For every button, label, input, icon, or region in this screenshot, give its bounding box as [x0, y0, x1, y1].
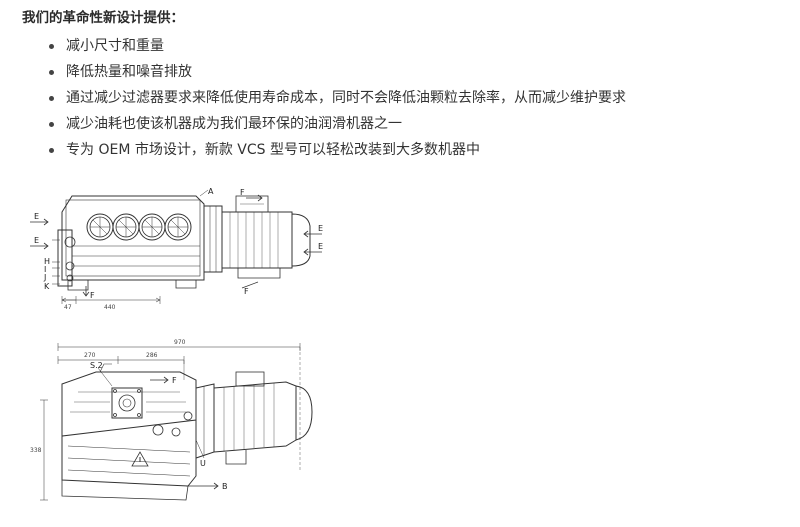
feature-text: 降低热量和噪音排放 [66, 64, 192, 80]
label-e-left-2: E [34, 236, 39, 245]
list-item: 专为 OEM 市场设计，新款 VCS 型号可以轻松改装到大多数机器中 [22, 140, 626, 166]
feature-text: 减少油耗也使该机器成为我们最环保的油润滑机器之一 [66, 116, 402, 132]
label-f-bottom-right: F [244, 287, 249, 296]
list-item: 降低热量和噪音排放 [22, 62, 626, 88]
dim-height: 338 [30, 447, 42, 454]
bullet-icon [49, 70, 54, 75]
bullet-icon [49, 44, 54, 49]
bullet-icon [49, 122, 54, 127]
feature-text: 专为 OEM 市场设计，新款 VCS 型号可以轻松改装到大多数机器中 [66, 142, 480, 158]
label-e-right: E [318, 224, 323, 233]
drawing-iso-view [40, 343, 313, 501]
label-h: H [44, 257, 50, 266]
list-item: 通过减少过滤器要求来降低使用寿命成本，同时不会降低油颗粒去除率，从而减少维护要求 [22, 88, 626, 114]
list-item: 减少油耗也使该机器成为我们最环保的油润滑机器之一 [22, 114, 626, 140]
bullet-icon [49, 96, 54, 101]
section-heading: 我们的革命性新设计提供： [22, 10, 184, 26]
feature-list: 减小尺寸和重量 降低热量和噪音排放 通过减少过滤器要求来降低使用寿命成本，同时不… [22, 36, 626, 166]
label-k: K [44, 282, 50, 291]
label-j: J [43, 273, 46, 282]
label-f-bottom: F [90, 291, 95, 300]
label-e-left: E [34, 212, 39, 221]
label-s: S.2 [90, 361, 103, 370]
dim-overall: 970 [174, 339, 186, 346]
feature-text: 减小尺寸和重量 [66, 38, 164, 54]
dim-length: 440 [104, 304, 116, 311]
fan-openings [86, 213, 192, 241]
label-b: B [222, 482, 228, 491]
label-f-top: F [240, 188, 245, 197]
label-a: A [208, 187, 214, 196]
dim-small: 47 [64, 304, 72, 311]
label-i: I [44, 265, 46, 274]
list-item: 减小尺寸和重量 [22, 36, 626, 62]
feature-text: 通过减少过滤器要求来降低使用寿命成本，同时不会降低油颗粒去除率，从而减少维护要求 [66, 90, 626, 106]
label-f: F [172, 376, 177, 385]
label-e-right-2: E [318, 242, 323, 251]
bullet-icon [49, 148, 54, 153]
dim-left: 270 [84, 352, 96, 359]
label-u: U [200, 459, 206, 468]
dim-mid: 286 [146, 352, 158, 359]
drawing-top-view [30, 189, 322, 304]
